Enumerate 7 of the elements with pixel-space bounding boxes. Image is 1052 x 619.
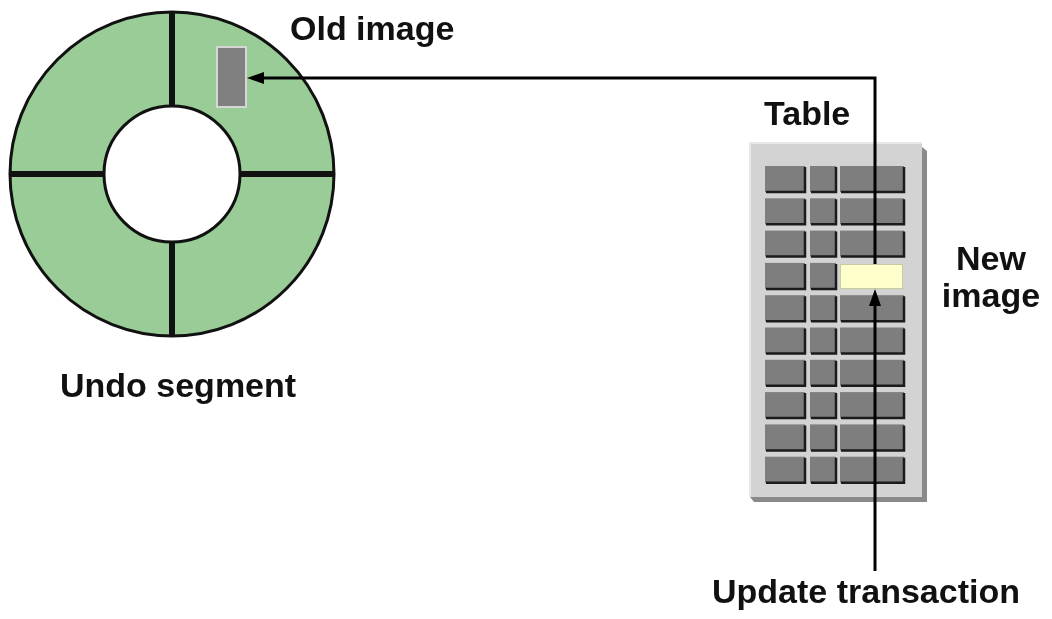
arrow: [247, 72, 877, 264]
undo-segment-label: Undo segment: [60, 365, 297, 405]
old-image-label: Old image: [290, 8, 455, 48]
update-transaction-label: Update transaction: [712, 571, 1020, 611]
table-label: Table: [764, 93, 851, 133]
arrow: [869, 289, 881, 571]
new-image-label: New image: [940, 240, 1042, 314]
